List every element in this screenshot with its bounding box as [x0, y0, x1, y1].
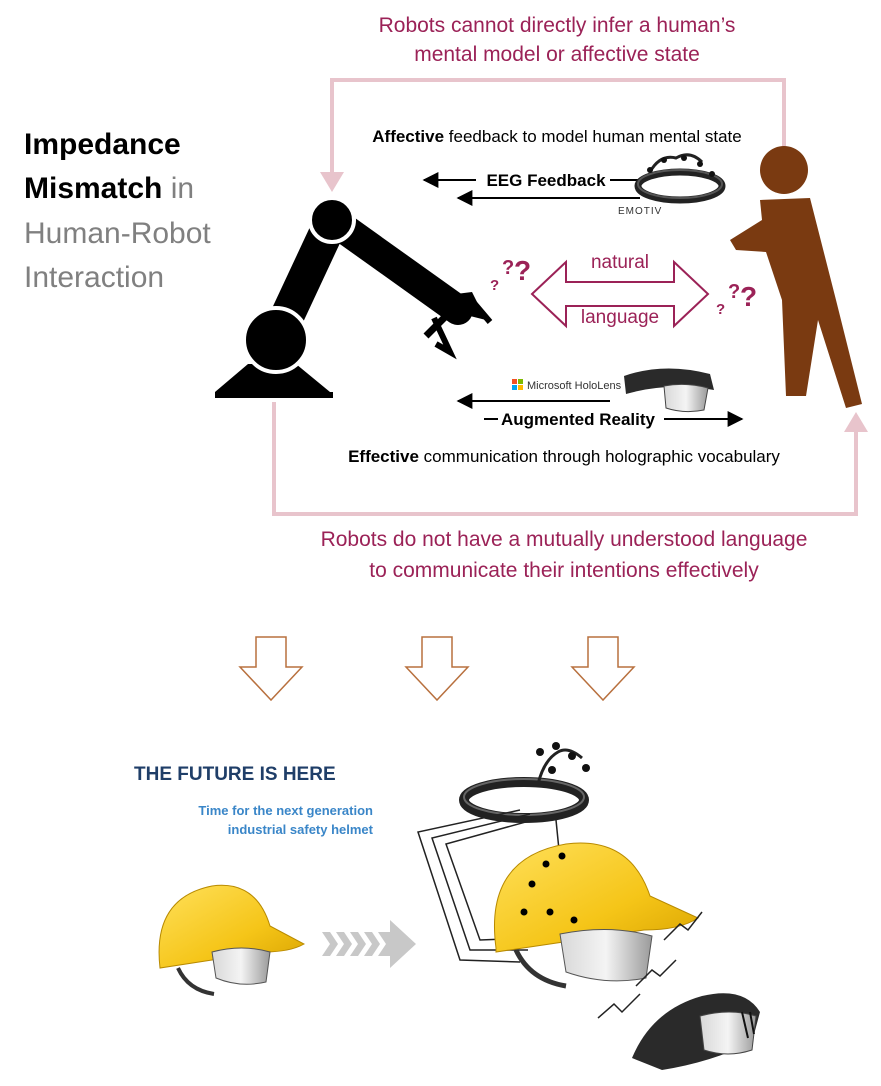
title-line-2: Mismatch in [24, 172, 194, 205]
eeg-headset-large-icon [459, 742, 590, 823]
qmark-robot-2: ? [502, 257, 514, 279]
upgrade-chevron-arrow [322, 920, 416, 968]
sensor-dot [558, 852, 566, 860]
future-sub-1: Time for the next generation [198, 803, 373, 818]
eeg-feedback-label: EEG Feedback [486, 171, 606, 190]
sensor-dot [570, 916, 578, 924]
bottom-loop-line [272, 402, 858, 516]
bottom-caption: Robots do not have a mutually understood… [321, 528, 808, 582]
bottom-loop-arrowhead [844, 412, 868, 432]
natural-label: natural [591, 252, 649, 273]
emotiv-brand: EMOTIV [618, 206, 662, 217]
down-arrow-1 [238, 636, 304, 702]
hololens-brand: Microsoft HoloLens [527, 380, 622, 392]
robot-question-marks: ? ? ? [490, 255, 531, 294]
title-mismatch: Mismatch [24, 172, 162, 205]
down-arrows [238, 636, 636, 702]
qmark-robot-1: ? [490, 277, 499, 294]
robot-elbow-joint [308, 196, 356, 244]
title-line-4: Interaction [24, 261, 164, 294]
down-arrow-3 [570, 636, 636, 702]
microsoft-logo-icon [512, 379, 523, 390]
affective-bold: Affective [372, 127, 444, 146]
sensor-dot [528, 880, 536, 888]
qmark-human-3: ? [740, 281, 757, 312]
emotiv-headset-icon [634, 153, 726, 204]
robot-base-plate [215, 392, 333, 398]
robot-shoulder-joint [242, 306, 310, 374]
bottom-caption-line-2: to communicate their intentions effectiv… [369, 559, 759, 582]
effective-rest: communication through holographic vocabu… [419, 447, 780, 466]
hololens-headset-icon [624, 368, 714, 413]
future-sub-2: industrial safety helmet [228, 822, 374, 837]
human-body [730, 198, 862, 408]
sensor-dot [520, 908, 528, 916]
human-figure [730, 146, 862, 408]
augmented-reality-label: Augmented Reality [501, 410, 656, 429]
affective-feedback-text: Affective feedback to model human mental… [372, 127, 742, 146]
robot-gripper [423, 292, 493, 360]
effective-communication-text: Effective communication through holograp… [348, 447, 780, 466]
affective-rest: feedback to model human mental state [444, 127, 742, 146]
helmet-large-icon [494, 842, 700, 989]
double-arrow-gap [560, 284, 680, 304]
robot-arm [215, 196, 493, 398]
future-heading: THE FUTURE IS HERE [134, 764, 336, 785]
robot-upper-link [317, 205, 473, 325]
robot-base [215, 364, 330, 392]
hololens-large-icon [632, 993, 760, 1070]
projection-arrows [597, 911, 703, 1019]
top-loop-line [330, 78, 786, 172]
eeg-feedback-arrows: EEG Feedback [422, 171, 640, 206]
top-loop-arrowhead [320, 172, 344, 192]
sensor-dot [546, 908, 554, 916]
qmark-human-2: ? [728, 281, 740, 303]
title-line-3: Human-Robot [24, 217, 211, 250]
helmet-small-icon [158, 884, 306, 996]
diagram-title: Impedance Mismatch in Human-Robot Intera… [24, 128, 211, 294]
augmented-reality-arrows: Augmented Reality [456, 393, 744, 429]
top-feedback-loop [330, 78, 786, 172]
qmark-robot-3: ? [514, 255, 531, 286]
top-caption-line-2: mental model or affective state [414, 43, 700, 66]
top-caption: Robots cannot directly infer a human’s m… [379, 14, 736, 66]
title-line-1: Impedance [24, 128, 181, 161]
effective-bold: Effective [348, 447, 419, 466]
human-head [760, 146, 808, 194]
natural-language-exchange: natural language [530, 252, 710, 329]
bottom-caption-line-1: Robots do not have a mutually understood… [321, 528, 808, 551]
qmark-human-1: ? [716, 301, 725, 318]
top-caption-line-1: Robots cannot directly infer a human’s [379, 14, 736, 37]
language-label: language [581, 307, 659, 328]
future-block: THE FUTURE IS HERE Time for the next gen… [134, 764, 374, 837]
title-in: in [162, 172, 194, 205]
human-question-marks: ? ? ? [716, 281, 757, 318]
sensor-dot [542, 860, 550, 868]
down-arrow-2 [404, 636, 470, 702]
bottom-feedback-loop [272, 402, 858, 516]
